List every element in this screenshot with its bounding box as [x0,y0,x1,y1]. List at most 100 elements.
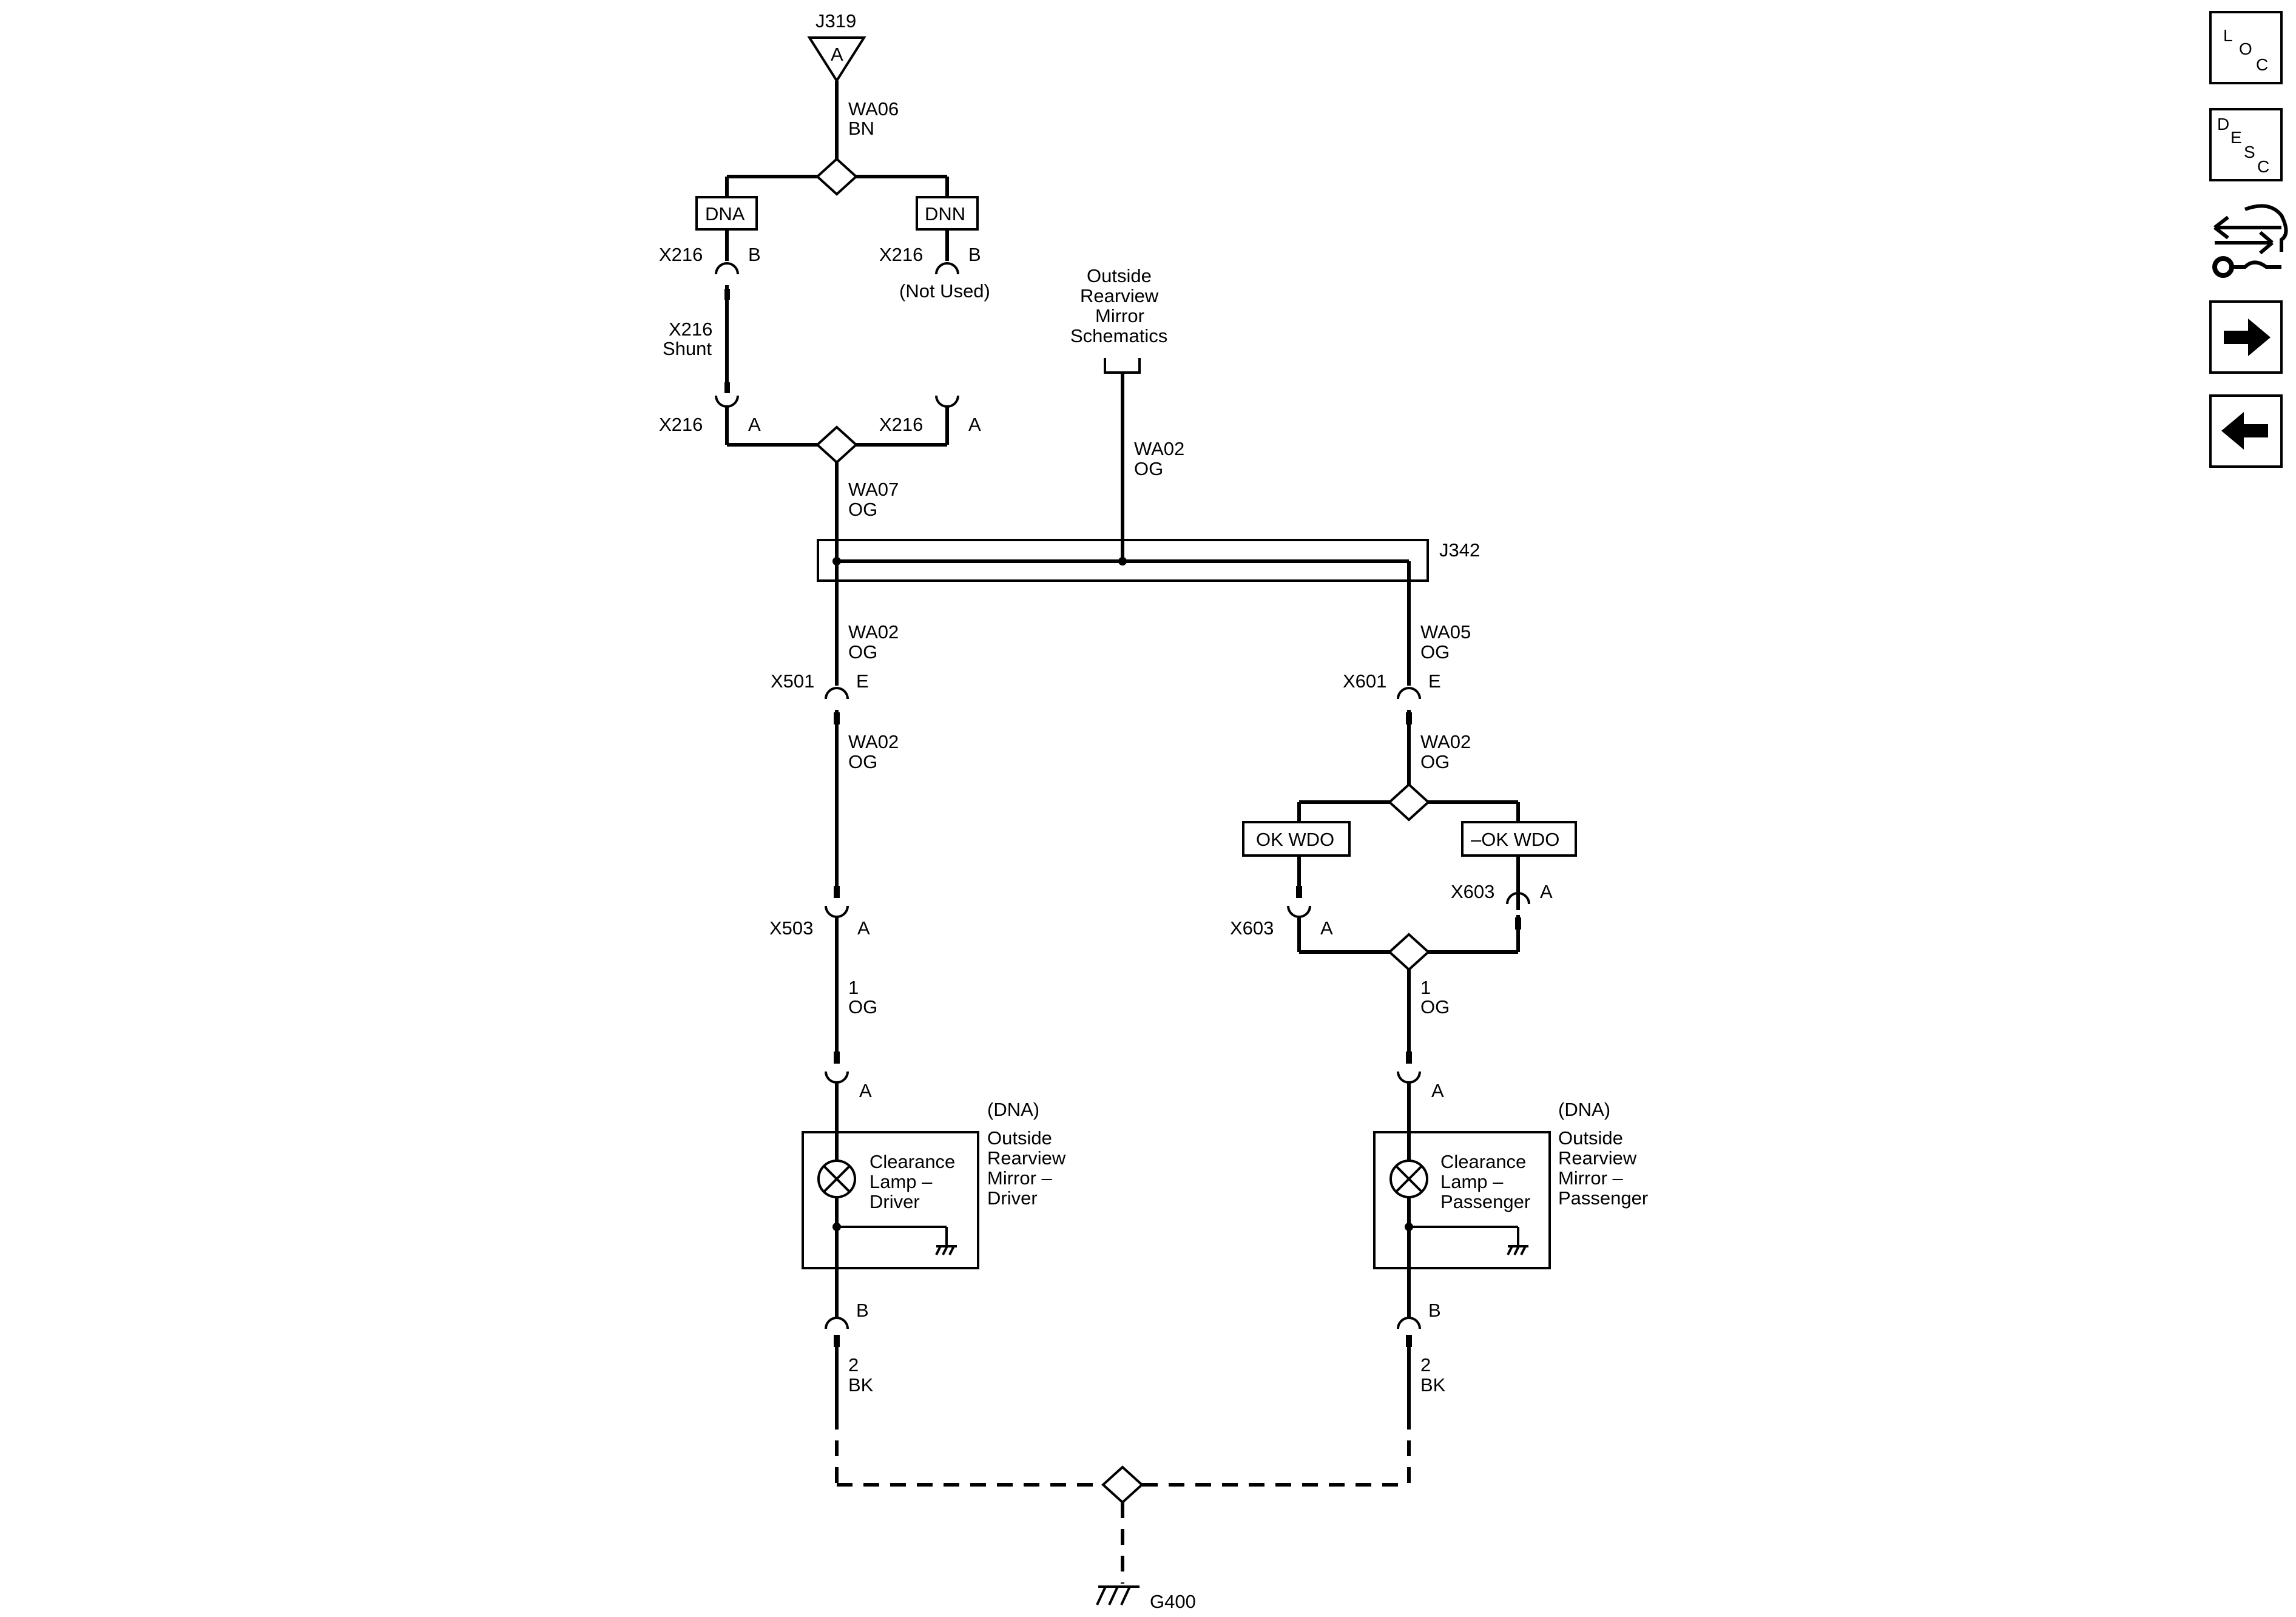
passenger-option-label: (DNA) [1558,1099,1610,1120]
wire-circuit-wa07: WA07 [848,479,899,500]
wire-circuit-wa06: WA06 [848,98,899,120]
wire-circuit-2-right: 2 [1420,1354,1431,1376]
passenger-name-4: Passenger [1558,1187,1648,1209]
svg-text:A: A [1431,1080,1444,1101]
svg-text:B: B [748,244,761,265]
splice-diamond-2 [815,425,858,464]
wire-color-wa02-right-b: OG [1420,751,1450,772]
svg-text:C: C [2256,55,2268,74]
svg-text:B: B [856,1300,869,1321]
wire-circuit-wa02-left-a: WA02 [848,621,899,643]
splice-diamond-top [815,157,858,196]
lamp-driver-icon [817,1160,856,1198]
wire-circuit-wa02-mirror: WA02 [1134,438,1184,459]
option-box-not-ok-wdo: –OK WDO [1461,821,1577,857]
wire-color-1-left: OG [848,996,877,1018]
svg-text:B: B [1428,1300,1441,1321]
chassis-ground-icon-passenger [1507,1245,1528,1255]
desc-button[interactable]: D E S C [2209,108,2283,181]
svg-text:Passenger: Passenger [1440,1191,1530,1212]
svg-text:Lamp –: Lamp – [869,1171,933,1192]
splice-label-j342: J342 [1439,539,1480,561]
wire-circuit-wa05: WA05 [1420,621,1471,643]
driver-option-label: (DNA) [987,1099,1039,1120]
connector-x601: X601 E [1343,670,1441,724]
svg-text:OK WDO: OK WDO [1256,829,1334,850]
chassis-ground-icon-driver [935,1245,957,1255]
svg-text:A: A [1320,917,1333,939]
svg-text:X503: X503 [769,917,813,939]
svg-text:X216: X216 [879,414,923,435]
svg-text:D: D [2217,115,2229,133]
svg-text:Schematics: Schematics [1070,325,1167,346]
svg-text:A: A [1540,881,1553,902]
arrow-right-icon [2224,319,2271,356]
prev-page-button[interactable] [2209,394,2283,468]
loc-button[interactable]: L O C [2209,11,2283,84]
component-mirror-driver: Clearance Lamp – Driver [802,1131,979,1269]
connector-x216-a-right: X216 A [879,395,981,445]
svg-text:A: A [968,414,981,435]
connector-lamp-passenger-a: A [1397,1052,1444,1101]
mirror-schematics-reference: Outside Rearview Mirror Schematics WA02 … [1070,265,1184,561]
shunt-label-2: Shunt [663,338,712,359]
connector-x216-b-left: X216 B [659,244,761,393]
driver-name-1: Outside [987,1127,1052,1149]
svg-text:X603: X603 [1230,917,1274,939]
connector-x503: X503 A [769,886,870,939]
connector-lamp-driver-a: A [825,1052,872,1101]
ground-g400: G400 [835,1414,1411,1612]
wire-circuit-1-right: 1 [1420,977,1431,998]
wire-color-wa06: BN [848,118,874,139]
svg-text:(Not Used): (Not Used) [899,280,990,302]
splice-diamond-right-bottom [1388,933,1430,971]
svg-text:O: O [2239,39,2252,58]
svg-text:X501: X501 [771,670,814,692]
wire-circuit-2-left: 2 [848,1354,859,1376]
wire-circuit-wa02-left-b: WA02 [848,731,899,752]
ground-label-g400: G400 [1150,1591,1196,1612]
wire-circuit-1-left: 1 [848,977,859,998]
svg-text:C: C [2257,157,2269,176]
svg-text:S: S [2244,143,2255,161]
svg-text:–OK WDO: –OK WDO [1471,829,1559,850]
svg-text:Lamp –: Lamp – [1440,1171,1504,1192]
wire-color-2-left: BK [848,1374,874,1396]
splice-pack-j342: J342 [817,539,1480,582]
shunt-label-1: X216 [669,319,712,340]
wire-color-2-right: BK [1420,1374,1446,1396]
ground-symbol-icon [1096,1585,1140,1605]
svg-text:Mirror: Mirror [1095,305,1144,326]
svg-text:A: A [859,1080,872,1101]
connector-x216-a-left: X216 A [659,382,761,445]
svg-text:Driver: Driver [869,1191,920,1212]
svg-text:A: A [857,917,870,939]
option-box-dna: DNA [695,196,758,231]
splice-diamond-ground [1101,1465,1144,1504]
connector-pin-j319: A [831,44,843,65]
svg-text:Outside: Outside [1087,265,1152,286]
svg-text:Clearance: Clearance [1440,1151,1526,1172]
connector-x216-b-right: X216 B (Not Used) [879,244,990,302]
connector-label-j319: J319 [815,10,856,32]
connector-lamp-driver-b: B [825,1300,869,1347]
svg-text:E: E [1428,670,1441,692]
passenger-name-2: Rearview [1558,1147,1637,1169]
svg-text:X603: X603 [1451,881,1494,902]
wire-color-wa02-mirror: OG [1134,458,1163,479]
passenger-name-3: Mirror – [1558,1167,1624,1189]
connector-x603-right: X603 A [1451,881,1553,952]
driver-name-3: Mirror – [987,1167,1053,1189]
connector-lamp-passenger-b: B [1397,1300,1441,1347]
driver-name-4: Driver [987,1187,1038,1209]
next-page-button[interactable] [2209,300,2283,374]
svg-text:B: B [968,244,981,265]
svg-text:Clearance: Clearance [869,1151,955,1172]
svg-text:E: E [856,670,869,692]
connector-j319: J319 A [807,10,866,83]
svg-text:E: E [2230,128,2242,147]
passenger-name-1: Outside [1558,1127,1623,1149]
diagnostic-wrench-icon[interactable] [2210,200,2288,279]
svg-text:DNN: DNN [925,203,965,224]
driver-name-2: Rearview [987,1147,1066,1169]
